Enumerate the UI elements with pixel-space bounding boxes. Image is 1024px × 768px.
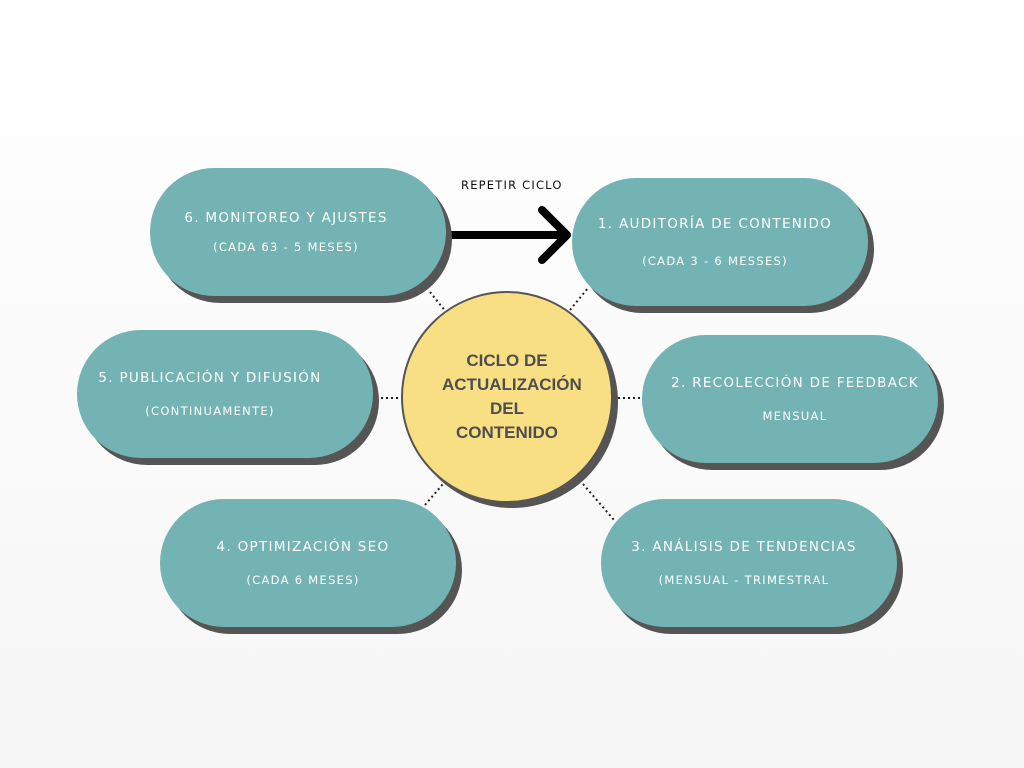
connector-1 (569, 287, 589, 311)
connector-6 (429, 291, 447, 313)
step-frequency: (CADA 3 - 6 MESSES) (642, 254, 788, 268)
step-frequency: (CADA 6 MESES) (246, 573, 360, 587)
step-3-trends: 3. ANÁLISIS DE TENDENCIAS (MENSUAL - TRI… (601, 499, 897, 627)
step-frequency: (CADA 63 - 5 MESES) (213, 240, 359, 254)
repeat-arrow-icon (445, 206, 571, 264)
step-title: 1. AUDITORÍA DE CONTENIDO (597, 216, 833, 232)
step-2-feedback: 2. RECOLECCIÓN DE FEEDBACK MENSUAL (642, 335, 938, 463)
connector-3 (582, 483, 615, 521)
step-title: 5. PUBLICACIÓN Y DIFUSIÓN (98, 370, 322, 386)
step-title: 2. RECOLECCIÓN DE FEEDBACK (671, 375, 919, 391)
step-4-seo: 4. OPTIMIZACIÓN SEO (CADA 6 MESES) (160, 499, 456, 627)
step-6-monitoring: 6. MONITOREO Y AJUSTES (CADA 63 - 5 MESE… (150, 168, 446, 296)
step-title: 6. MONITOREO Y AJUSTES (184, 210, 388, 226)
step-frequency: (MENSUAL - TRIMESTRAL (658, 573, 830, 587)
step-frequency: (CONTINUAMENTE) (145, 404, 275, 418)
step-frequency: MENSUAL (762, 409, 828, 423)
step-1-audit: 1. AUDITORÍA DE CONTENIDO (CADA 3 - 6 ME… (572, 178, 868, 306)
center-title: CICLO DE ACTUALIZACIÓN DEL CONTENIDO (442, 351, 582, 442)
connector-4 (424, 483, 444, 506)
center-circle: CICLO DE ACTUALIZACIÓN DEL CONTENIDO (401, 291, 613, 503)
repeat-cycle-label: REPETIR CICLO (461, 178, 563, 192)
step-title: 3. ANÁLISIS DE TENDENCIAS (631, 539, 857, 555)
step-5-publication: 5. PUBLICACIÓN Y DIFUSIÓN (CONTINUAMENTE… (77, 330, 373, 458)
step-title: 4. OPTIMIZACIÓN SEO (216, 539, 390, 555)
